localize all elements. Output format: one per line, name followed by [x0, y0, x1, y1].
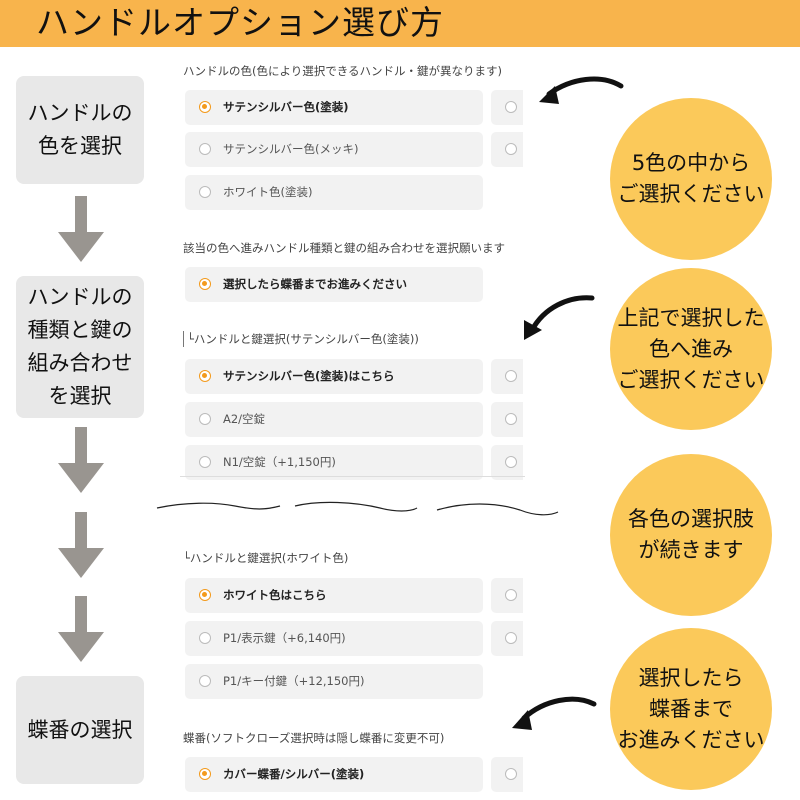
- radio-selected-icon[interactable]: [199, 278, 211, 290]
- radio-icon[interactable]: [505, 101, 517, 113]
- step-line: 色を選択: [38, 134, 122, 158]
- step-type-select: ハンドルの 種類と鍵の 組み合わせ を選択: [16, 276, 144, 418]
- down-arrow-icon: [58, 427, 104, 493]
- callout-line: ご選択ください: [617, 182, 765, 206]
- radio-icon[interactable]: [505, 143, 517, 155]
- option-n1-latch[interactable]: N1/空錠（+1,150円): [185, 445, 483, 480]
- white-section-label: └ハンドルと鍵選択(ホワイト色): [183, 551, 349, 565]
- radio-icon[interactable]: [505, 589, 517, 601]
- step-line: 組み合わせ: [27, 351, 133, 375]
- option-satin-silver-here[interactable]: サテンシルバー色(塗装)はこちら: [185, 359, 483, 394]
- option-p1-key-lock[interactable]: P1/キー付鍵（+12,150円): [185, 664, 483, 699]
- radio-icon[interactable]: [505, 413, 517, 425]
- option-cutoff[interactable]: [491, 445, 523, 480]
- callout-line: 色へ進み: [649, 336, 733, 361]
- cut-edge: [180, 476, 525, 477]
- step-hinge-select: 蝶番の選択: [16, 676, 144, 784]
- radio-icon[interactable]: [505, 768, 517, 780]
- radio-icon[interactable]: [199, 632, 211, 644]
- option-cutoff[interactable]: [491, 757, 523, 792]
- down-arrow-icon: [58, 512, 104, 578]
- down-arrow-icon: [58, 196, 104, 262]
- option-cutoff[interactable]: [491, 132, 523, 167]
- option-proceed-to-hinge[interactable]: 選択したら蝶番までお進みください: [185, 267, 483, 302]
- step-color-select: ハンドルの 色を選択: [16, 76, 144, 184]
- callout-line: お進みください: [617, 727, 765, 752]
- wavy-break-lines: [156, 501, 559, 516]
- page-title: ハンドルオプション選び方: [36, 3, 444, 42]
- option-p1-indicator-lock[interactable]: P1/表示鍵（+6,140円): [185, 621, 483, 656]
- radio-icon[interactable]: [199, 186, 211, 198]
- callout-line: 上記で選択した: [617, 305, 765, 330]
- curved-arrow-icon: [524, 295, 595, 340]
- radio-icon[interactable]: [199, 413, 211, 425]
- callout-line: ご選択ください: [617, 367, 765, 392]
- radio-icon[interactable]: [505, 456, 517, 468]
- step-line: を選択: [48, 384, 112, 408]
- color-section-label: ハンドルの色(色により選択できるハンドル・鍵が異なります): [183, 64, 503, 78]
- option-satin-silver-paint[interactable]: サテンシルバー色(塗装): [185, 90, 483, 125]
- radio-selected-icon[interactable]: [199, 768, 211, 780]
- option-cover-hinge-silver[interactable]: カバー蝶番/シルバー(塗装): [185, 757, 483, 792]
- step-line: 蝶番の選択: [27, 717, 133, 742]
- curved-arrow-icon: [512, 696, 597, 730]
- proceed-section-label: 該当の色へ進みハンドル種類と鍵の組み合わせを選択願います: [183, 241, 505, 255]
- option-a2-latch[interactable]: A2/空錠: [185, 402, 483, 437]
- radio-icon[interactable]: [199, 456, 211, 468]
- option-cutoff[interactable]: [491, 578, 523, 613]
- radio-icon[interactable]: [505, 632, 517, 644]
- step-line: ハンドルの: [27, 285, 133, 309]
- callout-line: 5色の中から: [631, 151, 751, 175]
- option-cutoff[interactable]: [491, 359, 523, 394]
- option-cutoff[interactable]: [491, 402, 523, 437]
- callout-proceed-hinge: 選択したら 蝶番まで お進みください: [610, 628, 772, 790]
- callout-five-colors: 5色の中から ご選択ください: [610, 98, 772, 260]
- callout-options-continue: 各色の選択肢 が続きます: [610, 454, 772, 616]
- radio-icon[interactable]: [199, 143, 211, 155]
- curved-arrow-icon: [539, 76, 624, 104]
- satin-section-label: └ハンドルと鍵選択(サテンシルバー色(塗装)): [183, 331, 419, 347]
- option-satin-silver-plated[interactable]: サテンシルバー色(メッキ): [185, 132, 483, 167]
- down-arrow-icon: [58, 596, 104, 662]
- radio-selected-icon[interactable]: [199, 589, 211, 601]
- option-cutoff[interactable]: [491, 90, 523, 125]
- option-white-paint[interactable]: ホワイト色(塗装): [185, 175, 483, 210]
- radio-icon[interactable]: [505, 370, 517, 382]
- radio-selected-icon[interactable]: [199, 370, 211, 382]
- callout-line: 蝶番まで: [649, 696, 733, 721]
- callout-line: 選択したら: [638, 665, 744, 690]
- radio-selected-icon[interactable]: [199, 101, 211, 113]
- header-bar: ハンドルオプション選び方: [0, 0, 800, 47]
- option-white-here[interactable]: ホワイト色はこちら: [185, 578, 483, 613]
- radio-icon[interactable]: [199, 675, 211, 687]
- step-line: ハンドルの: [27, 101, 133, 125]
- callout-line: が続きます: [638, 538, 744, 562]
- option-cutoff[interactable]: [491, 621, 523, 656]
- hinge-section-label: 蝶番(ソフトクローズ選択時は隠し蝶番に変更不可): [183, 731, 445, 745]
- callout-proceed-color: 上記で選択した 色へ進み ご選択ください: [610, 268, 772, 430]
- callout-line: 各色の選択肢: [628, 507, 754, 531]
- step-line: 種類と鍵の: [27, 318, 133, 342]
